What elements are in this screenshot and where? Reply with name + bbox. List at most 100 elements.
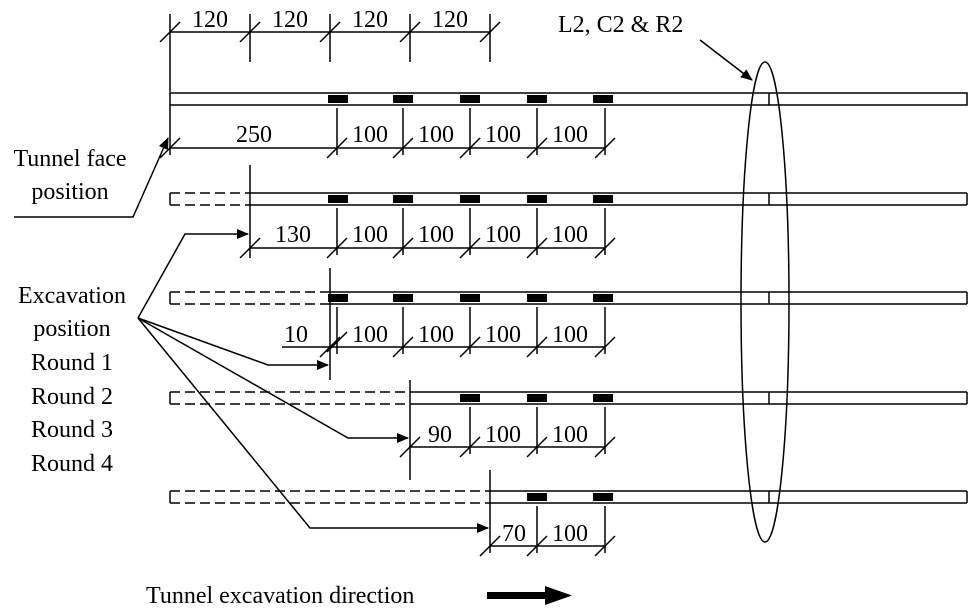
round-4-label: Round 4 [31, 451, 113, 477]
sensor-marker [328, 294, 348, 302]
row-1-spacing-label: 100 [418, 122, 454, 148]
top-spacing-label: 120 [272, 7, 308, 33]
row-3-first-dimension: 10 [284, 322, 308, 348]
dimension-tick [399, 436, 421, 458]
sensor-marker [527, 294, 547, 302]
sensor-marker [460, 195, 480, 203]
sensor-marker [527, 95, 547, 103]
round-4-arrow [137, 317, 489, 533]
dimension-tick [459, 336, 481, 358]
round-1-label: Round 1 [31, 350, 113, 376]
row-1-spacing-label: 100 [352, 122, 388, 148]
dimension-tick [399, 21, 421, 43]
dimension-tick [594, 237, 616, 259]
sensor-marker [393, 195, 413, 203]
round-3-arrow [137, 317, 409, 443]
direction-arrow-head [545, 586, 572, 605]
dimension-tick [159, 21, 181, 43]
dimension-tick [479, 535, 501, 557]
sensor-marker [393, 95, 413, 103]
dimension-tick [239, 237, 261, 259]
direction-arrow-shaft [487, 592, 545, 599]
sensor-marker [593, 493, 613, 501]
dimension-tick [326, 331, 348, 353]
callout-arrow [699, 39, 753, 81]
top-spacing-label: 120 [192, 7, 228, 33]
round-2-label: Round 2 [31, 384, 113, 410]
sensor-marker [328, 95, 348, 103]
top-spacing-label: 120 [432, 7, 468, 33]
dimension-tick [326, 237, 348, 259]
row-2-spacing-label: 100 [418, 222, 454, 248]
dimension-tick [392, 336, 414, 358]
sensor-marker [328, 195, 348, 203]
row-5-first-dimension: 70 [502, 521, 526, 547]
direction-arrow [487, 586, 572, 605]
row-1-spacing-label: 100 [485, 122, 521, 148]
row-2-spacing-label: 100 [552, 222, 588, 248]
dimension-tick [459, 237, 481, 259]
row-2-spacing-label: 100 [352, 222, 388, 248]
tunnel-face-label-line-1: Tunnel face [13, 146, 126, 172]
row-dimensions [159, 105, 616, 557]
sensor-marker [460, 294, 480, 302]
section-ellipse [740, 61, 790, 543]
dimension-tick [459, 137, 481, 159]
sensor-marker [527, 493, 547, 501]
row-4-spacing-label: 100 [485, 422, 521, 448]
dimension-tick [459, 436, 481, 458]
dimension-tick [526, 137, 548, 159]
dimension-tick [392, 137, 414, 159]
row-5-spacing-label: 100 [552, 521, 588, 547]
tunnel-face-arrow [14, 137, 169, 218]
sensor-marker [393, 294, 413, 302]
sensor-marker [460, 95, 480, 103]
dimension-tick [319, 336, 341, 358]
sensor-marker [593, 195, 613, 203]
direction-label: Tunnel excavation direction [146, 583, 414, 609]
dimension-tick [392, 237, 414, 259]
sensor-marker [460, 394, 480, 402]
row-1-first-dimension: 250 [236, 122, 272, 148]
top-spacing-label: 120 [352, 7, 388, 33]
row-3-spacing-label: 100 [485, 322, 521, 348]
round-2-arrow [137, 317, 329, 370]
dimension-tick [479, 21, 501, 43]
tunnel-bar-row-1 [169, 92, 968, 106]
sensor-marker [593, 294, 613, 302]
sensor-marker [527, 195, 547, 203]
dimension-tick [594, 535, 616, 557]
top-spacing-dimension [159, 14, 501, 92]
dimension-tick [594, 336, 616, 358]
row-4-first-dimension: 90 [428, 422, 452, 448]
dimension-tick [319, 21, 341, 43]
dimension-tick [239, 21, 261, 43]
dimension-tick [526, 436, 548, 458]
row-2-spacing-label: 100 [485, 222, 521, 248]
excavation-label-line-2: position [33, 316, 110, 342]
dimension-tick [526, 237, 548, 259]
sensor-marker [593, 394, 613, 402]
dimension-tick [159, 137, 181, 159]
round-3-label: Round 3 [31, 417, 113, 443]
row-3-spacing-label: 100 [552, 322, 588, 348]
dimension-tick [594, 436, 616, 458]
tunnel-bars [169, 92, 968, 504]
sensor-group [328, 95, 613, 501]
tunnel-face-label-line-2: position [31, 179, 108, 205]
dimension-tick [526, 535, 548, 557]
excavation-label-line-1: Excavation [18, 283, 126, 309]
sensor-marker [527, 394, 547, 402]
section-callout-label: L2, C2 & R2 [558, 12, 683, 38]
row-4-spacing-label: 100 [552, 422, 588, 448]
round-1-arrow [137, 229, 249, 319]
row-3-spacing-label: 100 [352, 322, 388, 348]
row-3-spacing-label: 100 [418, 322, 454, 348]
row-2-first-dimension: 130 [275, 222, 311, 248]
excavation-arrows [137, 229, 489, 533]
dimension-tick [594, 137, 616, 159]
dimension-tick [326, 137, 348, 159]
row-1-spacing-label: 100 [552, 122, 588, 148]
sensor-marker [593, 95, 613, 103]
